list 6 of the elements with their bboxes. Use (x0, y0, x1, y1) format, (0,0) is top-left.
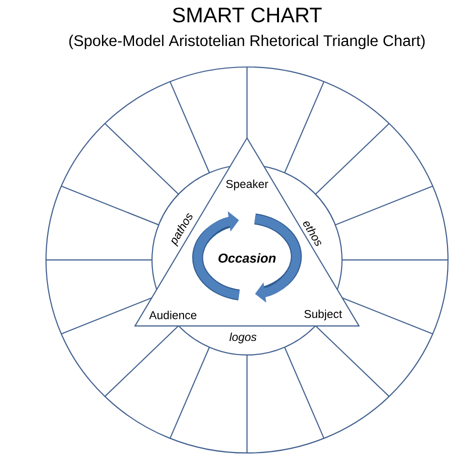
vertex-label: Subject (304, 310, 342, 320)
center-label: Occasion (218, 253, 276, 263)
vertex-label: Speaker (226, 180, 268, 190)
title: SMART CHART (172, 8, 322, 22)
subtitle: (Spoke-Model Aristotelian Rhetorical Triangle Chart) (69, 34, 425, 50)
vertex-label: Audience (149, 310, 196, 320)
